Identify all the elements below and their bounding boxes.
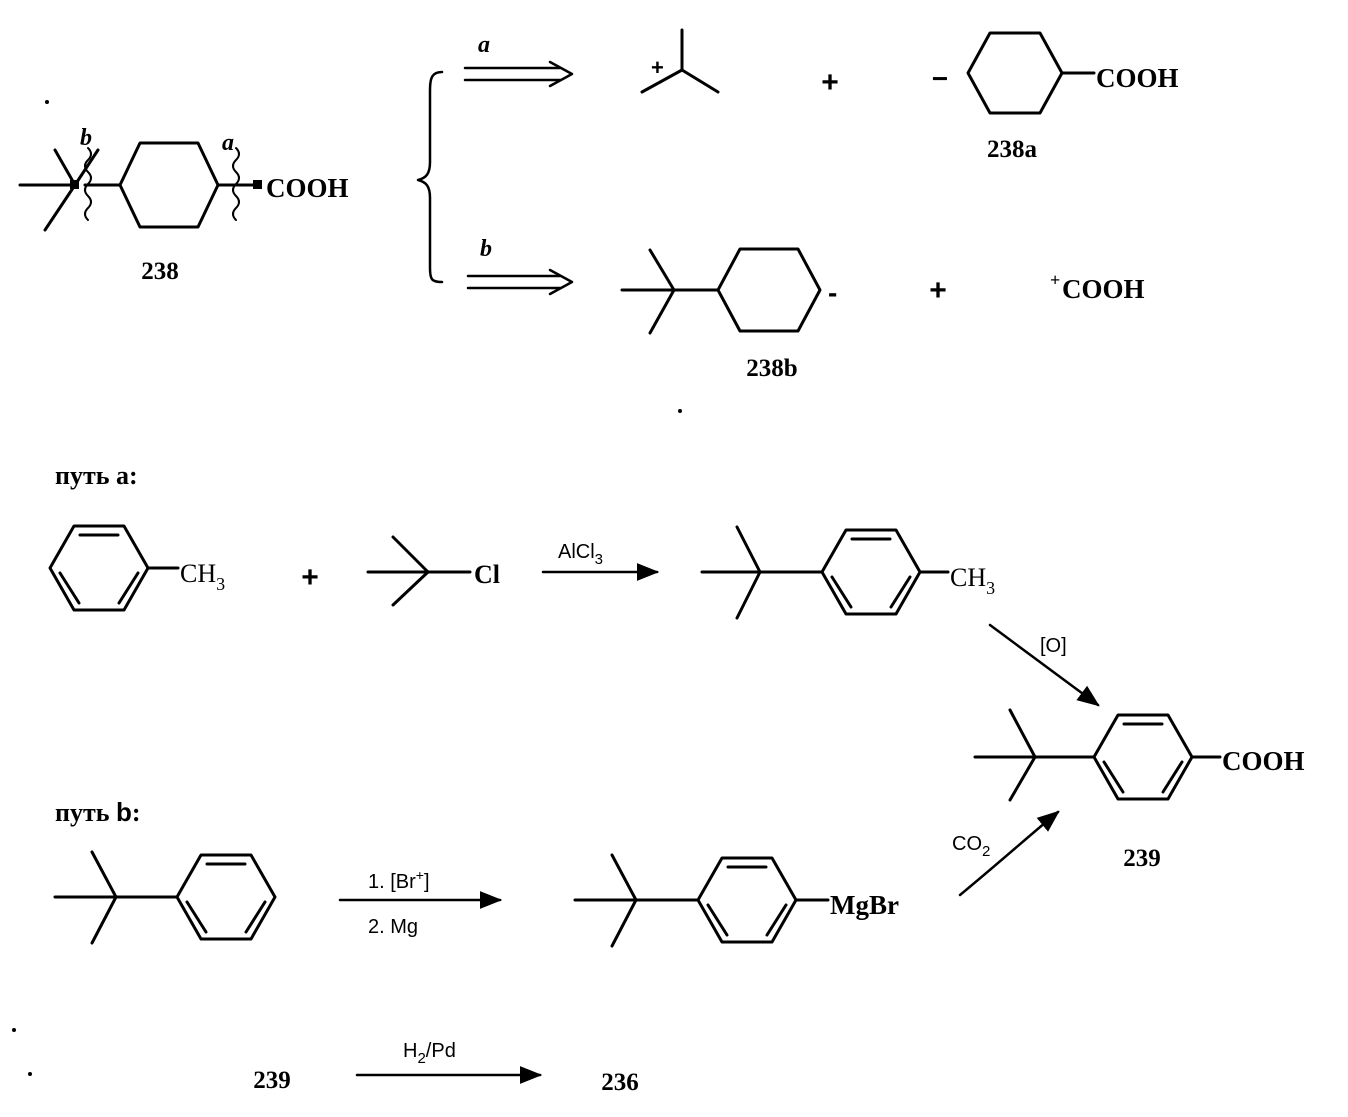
compound-239-structure: [973, 708, 1222, 802]
compound-238-structure: [18, 141, 262, 232]
scan-specks: [12, 100, 682, 1076]
compound-238b-structure: [620, 247, 822, 335]
path-a-heading: путь a:: [55, 461, 138, 490]
path-b-prefix: путь: [55, 798, 116, 827]
wavy-bond-cut-b: [84, 147, 92, 221]
carboxyl-cation-group: COOH: [1062, 274, 1145, 304]
bond-a-label: a: [222, 130, 234, 156]
grignard-structure: [573, 853, 830, 948]
path-a-plus: +: [301, 561, 319, 594]
carboxylation-arrow: [958, 810, 1060, 897]
h2-h: H: [403, 1040, 417, 1062]
step1-sup: +: [416, 867, 424, 883]
compound-238a-cooh: COOH: [1096, 63, 1179, 93]
route-b-arrow-label: b: [480, 236, 492, 262]
carboxyl-cation-charge: +: [1050, 270, 1060, 290]
final-start-label: 239: [253, 1067, 291, 1094]
retro-arrow-a: [463, 60, 574, 88]
route-b-plus: +: [929, 274, 947, 307]
toluene-sub: 3: [216, 574, 225, 594]
tert-butylbenzene-structure: [53, 850, 277, 945]
route-a-arrow-label: a: [478, 32, 490, 58]
compound-238a-structure: [966, 31, 1096, 115]
co2-reagent: CO2: [952, 833, 990, 860]
step1-close: ]: [424, 871, 430, 893]
wavy-bond-cut-a: [232, 147, 240, 221]
branch-brace: [416, 70, 444, 284]
compound-238-label: 238: [141, 258, 179, 285]
toluene-ch3: CH3: [180, 559, 225, 594]
compound-238a-label: 238a: [987, 136, 1038, 163]
tert-butyl-cation: [640, 28, 720, 94]
step1-text: 1. [Br: [368, 871, 416, 893]
oxidation-label: [O]: [1040, 635, 1067, 657]
retro-arrow-b: [466, 268, 574, 296]
h2-pd: /Pd: [426, 1040, 456, 1062]
path-b-letter: b: [116, 797, 132, 827]
reagent-step-2: 2. Mg: [368, 916, 418, 938]
alcl-text: AlCl: [558, 541, 595, 563]
tert-butyl-chloride-structure: [366, 535, 472, 607]
alcl-sub: 3: [595, 551, 603, 568]
toluene-ch: CH: [180, 559, 216, 588]
h2-pd-reagent: H2/Pd: [403, 1040, 456, 1067]
h2-sub: 2: [417, 1050, 425, 1067]
grignard-mgbr: MgBr: [830, 890, 899, 920]
path-b-colon: :: [132, 798, 141, 827]
reagent-step-1: 1. [Br+]: [368, 867, 430, 893]
compound-239-cooh: COOH: [1222, 746, 1305, 776]
product-sub: 3: [986, 578, 995, 598]
compound-238-cooh: COOH: [266, 173, 349, 203]
cation-charge: +: [651, 55, 664, 80]
oxidation-arrow: [988, 623, 1100, 707]
product-ch: CH: [950, 563, 986, 592]
final-end-label: 236: [601, 1069, 639, 1096]
path-b-heading: путь b:: [55, 797, 141, 827]
tert-butyltoluene-structure: [700, 525, 950, 620]
product-ch3: CH3: [950, 563, 995, 598]
co2-sub: 2: [982, 843, 990, 860]
anion-charge-238a: −: [932, 63, 948, 94]
route-a-plus: +: [821, 66, 839, 99]
toluene-structure: [48, 524, 180, 612]
co2-text: CO: [952, 833, 982, 855]
compound-238b-label: 238b: [746, 355, 797, 382]
compound-239-label: 239: [1123, 845, 1161, 872]
anion-charge-238b: -: [828, 277, 837, 308]
chloride-atom: Cl: [474, 560, 500, 589]
bond-b-label: b: [80, 125, 92, 151]
alcl3-reagent: AlCl3: [558, 541, 603, 568]
